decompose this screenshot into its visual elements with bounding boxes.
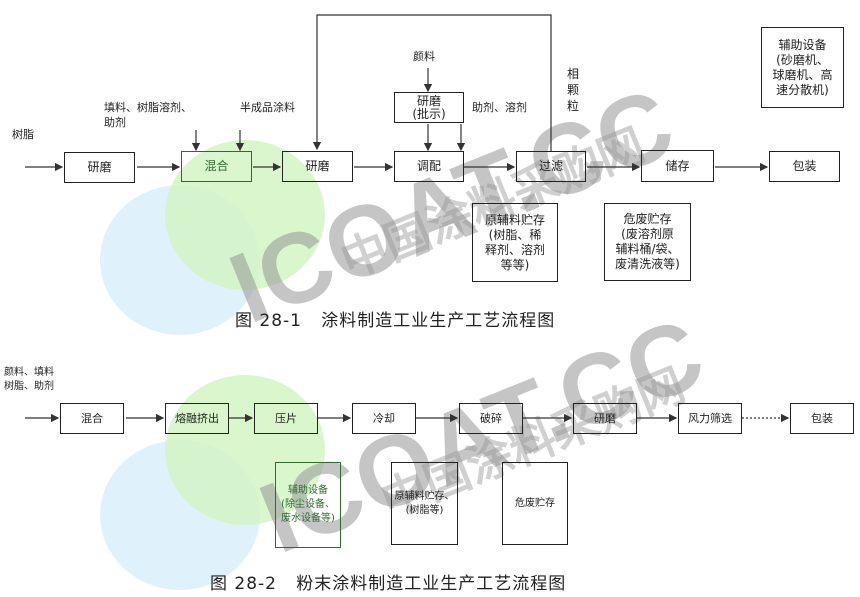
fig2-step-press: 压片 xyxy=(254,403,318,434)
step-mix: 混合 xyxy=(181,151,252,182)
watermark-green-circle xyxy=(165,375,325,525)
fig2-step-crush: 破碎 xyxy=(459,403,523,434)
fig2-step-air-sieve: 风力筛选 xyxy=(678,403,742,434)
fig2-aux-equipment-box: 辅助设备 (除尘设备、 废水设备等) xyxy=(275,462,341,548)
fig2-hazard-storage-box: 危废贮存 xyxy=(502,462,568,545)
fig2-step-package: 包装 xyxy=(790,403,854,434)
input-filler: 填料、树脂溶剂、 xyxy=(104,101,192,114)
step-package: 包装 xyxy=(769,151,840,182)
watermark-green-circle xyxy=(165,140,325,290)
fig2-input-line2: 树脂、助剂 xyxy=(4,381,54,392)
input-pigment: 颜料 xyxy=(413,50,435,63)
fig2-step-grind: 研磨 xyxy=(573,403,637,434)
raw-storage-box: 原辅料贮存 (树脂、稀 释剂、溶剂 等等) xyxy=(472,203,558,282)
fig2-step-extrude: 熔融挤出 xyxy=(165,403,229,434)
input-additive: 助剂 xyxy=(104,116,126,129)
fig2-raw-storage-box: 原辅料贮存、 (树脂等) xyxy=(391,462,458,545)
fig2-input-line1: 颜料、填料 xyxy=(4,367,54,378)
fig2-step-mix: 混合 xyxy=(60,403,124,434)
aux-equipment-box: 辅助设备 (砂磨机、 球磨机、高 速分散机) xyxy=(761,27,844,108)
input-resin: 树脂 xyxy=(12,128,34,141)
input-semi-finished: 半成品涂料 xyxy=(240,101,295,114)
step-filter: 过滤 xyxy=(516,151,586,182)
label-coarse-particles: 相颗粒 xyxy=(567,67,580,113)
input-additive-solvent: 助剂、溶剂 xyxy=(472,101,527,114)
figure-caption-2: 图 28-2 粉末涂料制造工业生产工艺流程图 xyxy=(210,574,567,594)
hazard-storage-box: 危废贮存 (废溶剂原 辅料桶/袋、 废清洗液等) xyxy=(604,203,691,281)
step-grind-1: 研磨 xyxy=(64,152,135,183)
step-store: 储存 xyxy=(641,150,714,182)
step-grind-batch: 研磨 (批示) xyxy=(394,92,464,123)
step-grind-2: 研磨 xyxy=(282,151,353,182)
figure-caption-1: 图 28-1 涂料制造工业生产工艺流程图 xyxy=(235,311,556,331)
fig2-step-cool: 冷却 xyxy=(352,403,416,434)
step-blend: 调配 xyxy=(394,151,464,182)
